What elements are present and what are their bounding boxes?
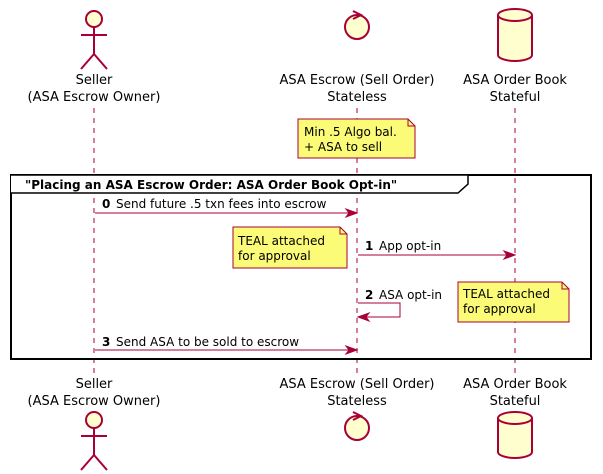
message-0: 0 Send future .5 txn fees into escrow — [95, 197, 359, 219]
message-2: 2 ASA opt-in — [356, 288, 442, 323]
seller-name-top: Seller — [76, 73, 113, 88]
escrow-role-top: Stateless — [327, 90, 387, 105]
seller-role-bottom: (ASA Escrow Owner) — [28, 394, 161, 409]
escrow-name-top: ASA Escrow (Sell Order) — [279, 73, 434, 88]
group-frame: "Placing an ASA Escrow Order: ASA Order … — [10, 174, 592, 360]
message-0-label: Send future .5 txn fees into escrow — [116, 197, 327, 211]
message-1-number: 1 — [365, 239, 373, 253]
message-2-number: 2 — [365, 288, 373, 302]
escrow-role-bottom: Stateless — [327, 394, 387, 409]
escrow-control-icon-bottom — [344, 411, 370, 441]
note-escrow-min-line1: Min .5 Algo bal. — [304, 125, 397, 139]
note-teal-1-line2: for approval — [238, 249, 311, 263]
note-teal-1-line1: TEAL attached — [237, 234, 325, 248]
orderbook-role-top: Stateful — [490, 90, 541, 105]
message-2-label: ASA opt-in — [379, 288, 442, 302]
message-3: 3 Send ASA to be sold to escrow — [95, 335, 359, 356]
message-3-number: 3 — [102, 335, 110, 349]
note-escrow-min-balance: Min .5 Algo bal. + ASA to sell — [297, 118, 416, 159]
orderbook-name-bottom: ASA Order Book — [463, 377, 567, 392]
message-1-label: App opt-in — [379, 239, 441, 253]
note-teal-2-line2: for approval — [463, 302, 536, 316]
note-escrow-min-line2: + ASA to sell — [304, 140, 382, 154]
note-teal-approval-1: TEAL attached for approval — [232, 226, 348, 269]
seller-role-top: (ASA Escrow Owner) — [28, 90, 161, 105]
seller-actor-icon-bottom — [80, 411, 108, 471]
message-3-label: Send ASA to be sold to escrow — [116, 335, 299, 349]
seller-name-bottom: Seller — [76, 377, 113, 392]
escrow-control-icon-top — [344, 10, 370, 40]
orderbook-name-top: ASA Order Book — [463, 73, 567, 88]
frame-title: "Placing an ASA Escrow Order: ASA Order … — [25, 178, 397, 192]
seller-actor-icon-top — [80, 10, 108, 70]
message-0-number: 0 — [102, 197, 110, 211]
escrow-name-bottom: ASA Escrow (Sell Order) — [279, 377, 434, 392]
note-teal-2-line1: TEAL attached — [462, 287, 550, 301]
orderbook-database-icon-top — [497, 8, 533, 62]
orderbook-role-bottom: Stateful — [490, 394, 541, 409]
orderbook-database-icon-bottom — [497, 411, 533, 459]
message-1: 1 App opt-in — [358, 239, 517, 261]
note-teal-approval-2: TEAL attached for approval — [457, 281, 570, 323]
